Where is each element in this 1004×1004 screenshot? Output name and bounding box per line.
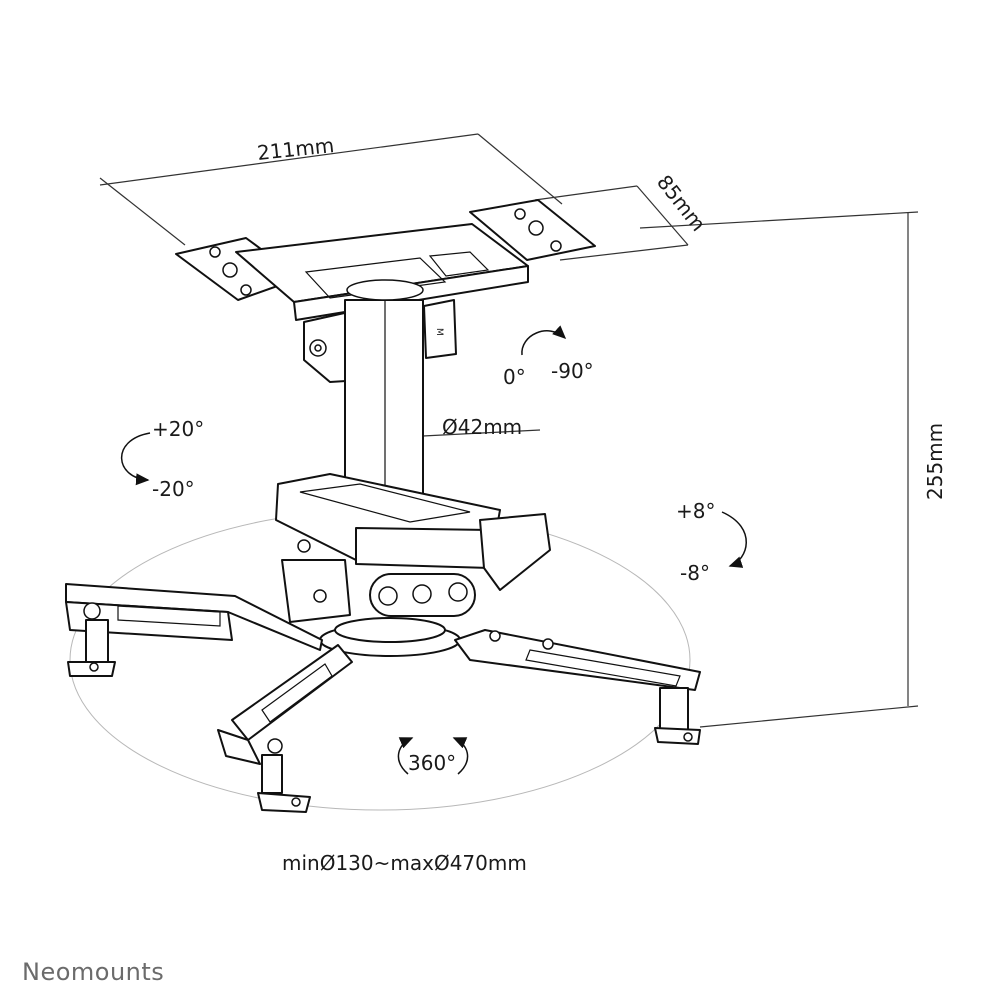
tilt-head <box>275 473 551 623</box>
swivel-start-label: 0° <box>503 365 526 389</box>
height-dimension <box>639 211 919 728</box>
mounting-hole-icon <box>209 246 221 258</box>
mounting-hole-icon <box>528 220 544 236</box>
spider-arm-left <box>65 583 323 677</box>
adjustment-range-label: minØ130~maxØ470mm <box>282 851 527 875</box>
spider-arm-right <box>454 629 701 745</box>
svg-text:M: M <box>434 328 444 336</box>
full-rotation-label: 360° <box>408 751 456 775</box>
width-dimension <box>99 133 563 246</box>
depth-dimension <box>534 185 689 261</box>
tilt-plus-label: +20° <box>152 417 204 441</box>
mounting-hole-icon <box>514 208 526 220</box>
height-label: 255mm <box>923 423 947 500</box>
spider-arm-front <box>217 644 353 813</box>
rotation-arrow-icon <box>397 737 469 775</box>
brand-logo: Neomounts <box>22 958 165 986</box>
tube-diameter-label: Ø42mm <box>442 415 522 439</box>
roll-plus-label: +8° <box>676 499 715 523</box>
swivel-arrow-icon <box>521 325 567 356</box>
roll-minus-label: -8° <box>680 561 710 585</box>
mounting-hole-icon <box>222 262 238 278</box>
width-label: 211mm <box>256 133 335 165</box>
swivel-end-label: -90° <box>551 359 594 383</box>
roll-arrow-icon <box>721 511 747 568</box>
mounting-hole-icon <box>240 284 252 296</box>
mounting-hole-icon <box>550 240 562 252</box>
tilt-minus-label: -20° <box>152 477 195 501</box>
tilt-arrow-icon <box>121 432 151 486</box>
